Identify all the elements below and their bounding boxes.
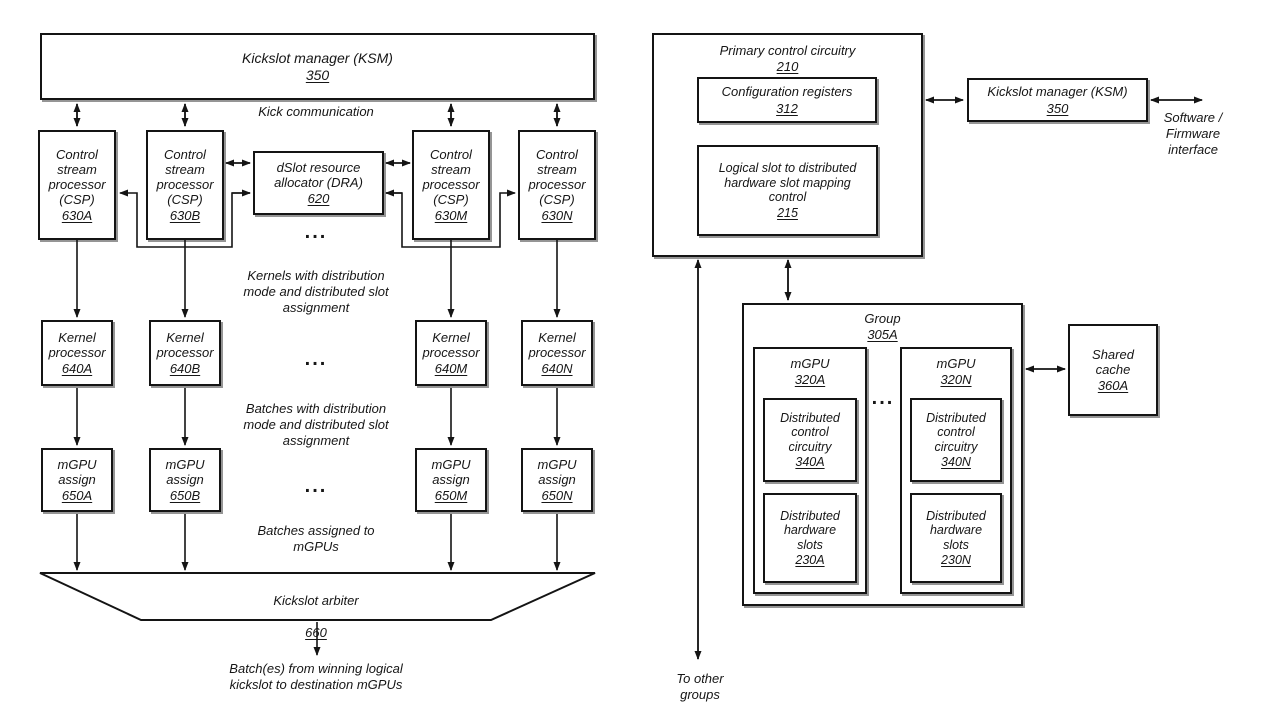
dra-label: dSlot resource allocator (DRA)	[274, 159, 363, 190]
csp-630n-ref: 630N	[541, 208, 573, 224]
dra-ref: 620	[307, 191, 330, 207]
csp-630a-ref: 630A	[61, 208, 93, 224]
kick-communication-note: Kick communication	[258, 104, 374, 119]
mgpu-assign-650m-ref: 650M	[434, 488, 468, 504]
csp-kernel-arrows	[73, 240, 561, 318]
kernel-640m-ref: 640M	[434, 361, 468, 377]
distributed-slots-230n-ref: 230N	[941, 553, 971, 567]
mgpu-assign-650a-label: mGPU assign	[57, 456, 97, 487]
distributed-control-340a-box: Distributed control circuitry 340A	[763, 398, 857, 482]
csp-row-ellipsis: ...	[304, 221, 328, 243]
mgpu-arbiter-arrows	[73, 514, 561, 571]
mgpu-assign-650b-ref: 650B	[169, 488, 201, 504]
mgpu-assign-650a-box: mGPU assign 650A	[41, 448, 113, 512]
configuration-registers-label: Configuration registers	[721, 84, 853, 100]
kickslot-arbiter-label-wrap: Kickslot arbiter 660	[216, 577, 416, 640]
winning-batch-note: Batch(es) from winning logical kickslot …	[229, 661, 403, 692]
shared-cache-360a-ref: 360A	[1097, 378, 1129, 394]
mgpu-320a-label: mGPU	[790, 356, 830, 371]
csp-630b-label: Control stream processor (CSP)	[156, 146, 214, 208]
ksm-left-label: Kickslot manager (KSM)	[242, 49, 393, 66]
mgpu-assign-650n-ref: 650N	[541, 488, 573, 504]
ksm-left-box: Kickslot manager (KSM) 350	[40, 33, 595, 100]
mgpu-row-ellipsis: ...	[304, 475, 328, 497]
shared-cache-360a-label: Shared cache	[1092, 346, 1134, 377]
distributed-control-340n-box: Distributed control circuitry 340N	[910, 398, 1002, 482]
csp-630n-label: Control stream processor (CSP)	[528, 146, 586, 208]
kernel-640n-label: Kernel processor	[528, 329, 586, 360]
distributed-control-340n-ref: 340N	[941, 455, 971, 469]
shared-cache-360a-box: Shared cache 360A	[1068, 324, 1158, 416]
kernel-640a-box: Kernel processor 640A	[41, 320, 113, 386]
csp-630m-label: Control stream processor (CSP)	[422, 146, 480, 208]
batches-assigned-note: Batches assigned to mGPUs	[257, 523, 375, 554]
kickslot-arbiter-shape	[39, 572, 596, 621]
ksm-right-box: Kickslot manager (KSM) 350	[967, 78, 1148, 122]
kernels-distribution-note: Kernels with distribution mode and distr…	[243, 268, 389, 315]
kernel-640n-ref: 640N	[541, 361, 573, 377]
to-other-groups-note: To other groups	[676, 671, 724, 702]
mgpu-assign-650a-ref: 650A	[61, 488, 93, 504]
dra-box: dSlot resource allocator (DRA) 620	[253, 151, 384, 215]
kickslot-arbiter-ref: 660	[305, 624, 327, 640]
kernel-640b-box: Kernel processor 640B	[149, 320, 221, 386]
kernel-640m-box: Kernel processor 640M	[415, 320, 487, 386]
csp-630a-label: Control stream processor (CSP)	[48, 146, 106, 208]
mgpu-320n-label: mGPU	[936, 356, 976, 371]
primary-control-circuitry-label: Primary control circuitry	[719, 43, 856, 58]
mgpu-assign-650m-label: mGPU assign	[431, 456, 471, 487]
distributed-slots-230a-ref: 230A	[795, 553, 825, 567]
kernel-640b-ref: 640B	[169, 361, 201, 377]
kernel-640a-label: Kernel processor	[48, 329, 106, 360]
ksm-left-ref: 350	[305, 67, 330, 83]
group-305a-label: Group	[864, 311, 901, 326]
csp-630n-box: Control stream processor (CSP) 630N	[518, 130, 596, 240]
distributed-slots-230n-label: Distributed hardware slots	[926, 508, 986, 552]
distributed-slots-230a-box: Distributed hardware slots 230A	[763, 493, 857, 583]
software-firmware-note: Software / Firmware interface	[1163, 110, 1223, 157]
mgpu-assign-650n-label: mGPU assign	[537, 456, 577, 487]
batches-distribution-note: Batches with distribution mode and distr…	[243, 401, 389, 448]
kernel-640a-ref: 640A	[61, 361, 93, 377]
mgpu-assign-650b-label: mGPU assign	[165, 456, 205, 487]
group-305a-ref: 305A	[867, 327, 898, 343]
distributed-control-340a-label: Distributed control circuitry	[780, 410, 840, 454]
distributed-slots-230n-box: Distributed hardware slots 230N	[910, 493, 1002, 583]
ksm-right-label: Kickslot manager (KSM)	[987, 84, 1128, 100]
primary-control-circuitry-ref: 210	[776, 59, 799, 75]
mapping-control-ref: 215	[777, 205, 798, 220]
mgpu-assign-650b-box: mGPU assign 650B	[149, 448, 221, 512]
mapping-control-box: Logical slot to distributed hardware slo…	[697, 145, 878, 236]
distributed-control-340a-ref: 340A	[795, 455, 825, 469]
kernel-640m-label: Kernel processor	[422, 329, 480, 360]
distributed-control-340n-label: Distributed control circuitry	[926, 410, 986, 454]
kickslot-arbiter-label: Kickslot arbiter	[273, 592, 359, 608]
csp-630b-ref: 630B	[169, 208, 201, 224]
csp-630b-box: Control stream processor (CSP) 630B	[146, 130, 224, 240]
configuration-registers-box: Configuration registers 312	[697, 77, 877, 123]
kernel-640n-box: Kernel processor 640N	[521, 320, 593, 386]
ksm-csp-arrows	[73, 103, 561, 127]
kernel-640b-label: Kernel processor	[156, 329, 214, 360]
mgpu-assign-650m-box: mGPU assign 650M	[415, 448, 487, 512]
configuration-registers-ref: 312	[776, 100, 798, 116]
csp-630m-ref: 630M	[434, 208, 468, 224]
mgpu-group-ellipsis: ...	[871, 387, 895, 409]
mgpu-320n-ref: 320N	[940, 372, 972, 388]
kernel-mgpu-arrows	[73, 388, 561, 446]
dra-csp-routed-arrows	[119, 189, 516, 248]
csp-630m-box: Control stream processor (CSP) 630M	[412, 130, 490, 240]
mgpu-320a-ref: 320A	[794, 372, 826, 388]
kernel-row-ellipsis: ...	[304, 348, 328, 370]
distributed-slots-230a-label: Distributed hardware slots	[780, 508, 840, 552]
ksm-right-ref: 350	[1046, 100, 1069, 116]
mapping-control-label: Logical slot to distributed hardware slo…	[718, 161, 857, 204]
mgpu-assign-650n-box: mGPU assign 650N	[521, 448, 593, 512]
csp-630a-box: Control stream processor (CSP) 630A	[38, 130, 116, 240]
